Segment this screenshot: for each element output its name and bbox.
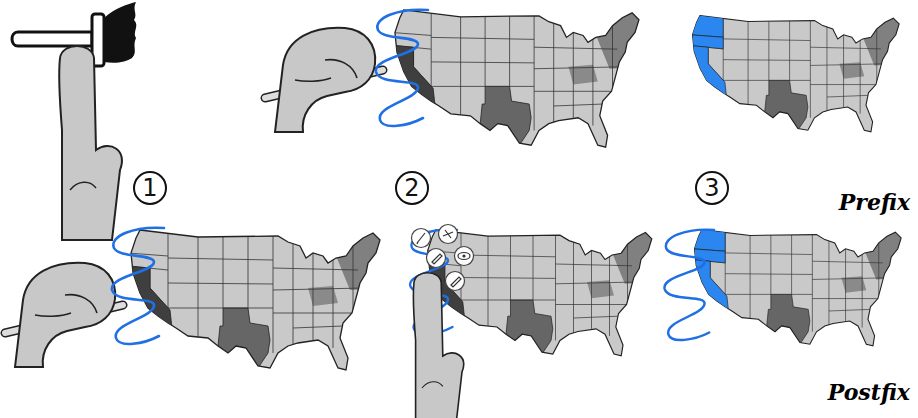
callout-circle: 1: [133, 171, 167, 205]
finger-hand: [413, 273, 463, 418]
us-map: [425, 228, 659, 356]
callout-circle: 2: [395, 171, 429, 205]
callout-number: 3: [704, 176, 719, 200]
pen-scribble: [376, 10, 428, 126]
us-map: [392, 8, 647, 147]
us-map: [690, 14, 906, 132]
pen-hand: [265, 28, 383, 132]
us-map: [692, 228, 908, 346]
radial-menu: [412, 225, 474, 291]
highlighted-states: [690, 14, 727, 97]
pen-hand: [5, 263, 123, 367]
row-label: Postfix: [828, 380, 910, 404]
callout-number: 1: [142, 176, 157, 200]
us-map: [128, 228, 388, 370]
callout-circle: 3: [695, 171, 729, 205]
pen-scribble: [664, 230, 714, 340]
selected-state: [128, 266, 172, 328]
pen-scribble: [112, 228, 164, 344]
callout-number: 2: [404, 176, 419, 200]
finger-hand: [59, 46, 122, 240]
row-label: Prefix: [839, 190, 910, 214]
